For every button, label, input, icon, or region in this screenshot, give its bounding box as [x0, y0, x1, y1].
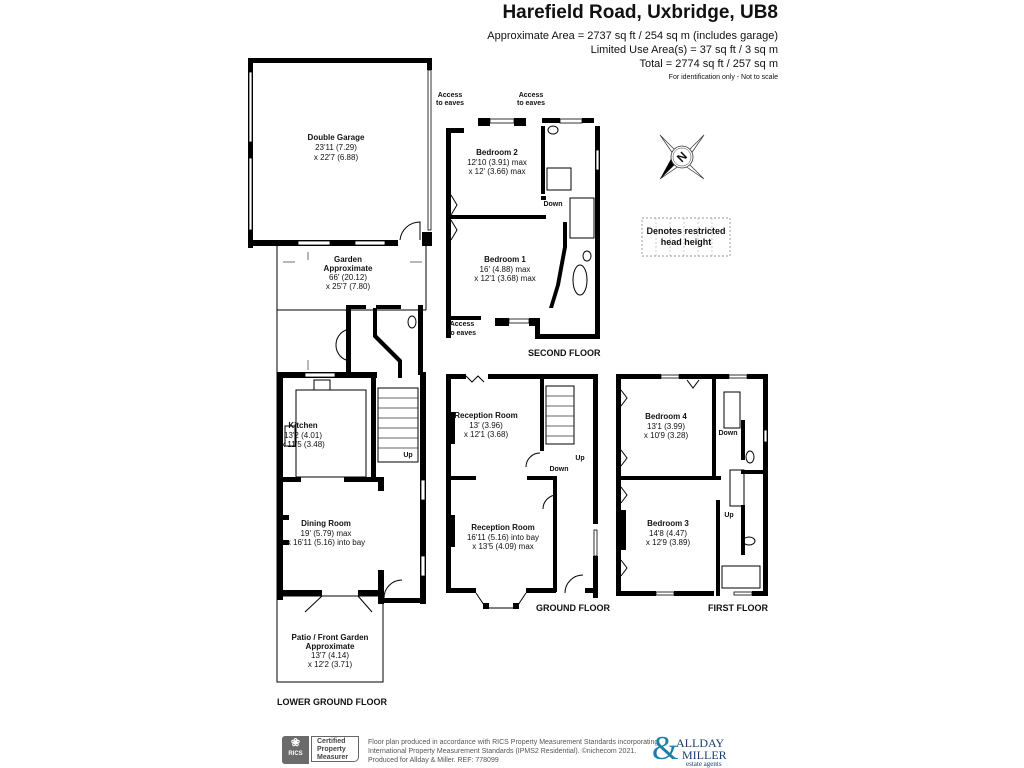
lower_ground-patio-1-text: Approximate	[306, 642, 355, 651]
legend-restricted-0-text: Denotes restricted	[646, 226, 725, 236]
first-up-text: Up	[724, 512, 733, 519]
footer-agent-0-text: &	[652, 730, 679, 767]
ground-rec1-1-text: 13' (3.96)	[469, 421, 503, 430]
footer-rics-3-text: Measurer	[317, 754, 349, 761]
lower_ground-dining-1-text: 19' (5.79) max	[301, 529, 352, 538]
lower_ground-kitchen-2-text: x 11'5 (3.48)	[281, 440, 325, 449]
footer-agent-2-text: MILLER	[682, 748, 727, 762]
second-floor-label: SECOND FLOOR	[528, 348, 601, 358]
first-bed4-0-text: Bedroom 4	[645, 412, 687, 421]
ground-rec1-2-text: x 12'1 (3.68)	[464, 430, 509, 439]
disclaimer: For identification only - Not to scale	[668, 74, 778, 81]
first-bed4-1-text: 13'1 (3.99)	[647, 422, 685, 431]
second-eaves-1-text: to eaves	[448, 330, 476, 337]
footer-rics-0-text: RICS	[288, 751, 303, 757]
second-bed1-2-text: x 12'1 (3.68) max	[474, 274, 536, 283]
lower_ground-garage-1-text: 23'11 (7.29)	[315, 143, 357, 152]
lower_ground-patio-0-text: Patio / Front Garden	[292, 633, 369, 642]
legend-restricted-1-text: head height	[661, 237, 712, 247]
lower_ground-up-text: Up	[403, 452, 412, 459]
first-floor: Bedroom 4 13'1 (3.99) x 10'9 (3.28) Bedr…	[616, 374, 768, 613]
approximate-area: Approximate Area = 2737 sq ft / 254 sq m…	[487, 30, 778, 42]
lower-ground-house: Up Kitchen 13'2 (4.01) x 11'5 (3.48) Din…	[277, 372, 426, 613]
lower_ground-garden-3-text: x 25'7 (7.80)	[326, 282, 371, 291]
lower_ground-kitchen-0-text: Kitchen	[288, 421, 317, 430]
total-area: Total = 2774 sq ft / 257 sq m	[639, 58, 779, 70]
second-bed2-2-text: x 12' (3.66) max	[468, 167, 525, 176]
footer-note: Floor plan produced in accordance with R…	[368, 738, 658, 765]
second-bed2-0-text: Bedroom 2	[476, 148, 518, 157]
patio: Patio / Front Garden Approximate 13'7 (4…	[276, 595, 384, 683]
lower_ground-dining-0-text: Dining Room	[301, 519, 351, 528]
lower_ground-garden-1-text: Approximate	[324, 264, 373, 273]
second-eaves-0-text: Access	[450, 321, 475, 328]
lower_ground-garden-2-text: 66' (20.12)	[329, 273, 367, 282]
ground-rec2-0-text: Reception Room	[471, 523, 535, 532]
footer-text-0-text: Floor plan produced in accordance with R…	[368, 739, 659, 746]
lower_ground-garden-0-text: Garden	[334, 255, 362, 264]
lower_ground-patio-3-text: x 12'2 (3.71)	[308, 660, 353, 669]
lower_ground-garage-0-text: Double Garage	[308, 133, 365, 142]
second-bed2-1-text: 12'10 (3.91) max	[467, 158, 527, 167]
footer-text-1-text: International Property Measurement Stand…	[368, 748, 637, 755]
ground-floor-label: GROUND FLOOR	[536, 603, 610, 613]
footer-rics-1-text: Certified	[317, 738, 346, 745]
ground-down-text: Down	[549, 466, 568, 473]
first-bed3-0-text: Bedroom 3	[647, 519, 689, 528]
second-down-text: Down	[543, 201, 562, 208]
second-eaves-1-text: to eaves	[436, 100, 464, 107]
first-bed3-1-text: 14'8 (4.47)	[649, 529, 687, 538]
first-bed4-2-text: x 10'9 (3.28)	[644, 431, 689, 440]
lower_ground-patio-2-text: 13'7 (4.14)	[311, 651, 349, 660]
ground-rec1-0-text: Reception Room	[454, 411, 518, 420]
restricted-head-height-legend: Denotes restricted head height	[641, 217, 731, 257]
staircase	[377, 387, 419, 463]
lower_ground-garage-2-text: x 22'7 (6.88)	[314, 153, 359, 162]
first-floor-label: FIRST FLOOR	[708, 603, 768, 613]
limited-use-area: Limited Use Area(s) = 37 sq ft / 3 sq m	[590, 44, 778, 56]
utility-block	[335, 305, 423, 378]
footer-agent-3-text: estate agents	[686, 760, 722, 768]
property-title: Harefield Road, Uxbridge, UB8	[502, 2, 778, 23]
ground-rec2-1-text: 16'11 (5.16) into bay	[467, 533, 539, 542]
footer-rics-2-text: Property	[317, 746, 346, 753]
ground-up-text: Up	[575, 455, 584, 462]
second-eaves-0-text: Access	[438, 92, 463, 99]
second-eaves-1-text: to eaves	[517, 100, 545, 107]
lower-ground-floor-label: LOWER GROUND FLOOR	[277, 697, 387, 707]
first-bed3-2-text: x 12'9 (3.89)	[646, 538, 691, 547]
second-floor: Bedroom 2 12'10 (3.91) max x 12' (3.66) …	[436, 92, 601, 358]
ground-rec2-2-text: x 13'5 (4.09) max	[472, 542, 534, 551]
second-bed1-1-text: 16' (4.88) max	[480, 265, 531, 274]
agent-logo: & ALLDAY MILLER estate agents	[652, 730, 772, 768]
first-down-text: Down	[718, 430, 737, 437]
ground-floor: Reception Room 13' (3.96) x 12'1 (3.68) …	[446, 374, 610, 613]
compass-north-icon: N	[659, 134, 705, 180]
footer-text-2-text: Produced for Allday & Miller. REF: 77809…	[368, 757, 499, 764]
second-bed1-0-text: Bedroom 1	[484, 255, 526, 264]
lower_ground-kitchen-1-text: 13'2 (4.01)	[284, 431, 322, 440]
lower_ground-dining-2-text: x 16'11 (5.16) into bay	[287, 538, 365, 547]
second-eaves-0-text: Access	[519, 92, 544, 99]
footer-agent-1-text: ALLDAY	[676, 736, 725, 750]
double-garage: Double Garage 23'11 (7.29) x 22'7 (6.88)	[248, 58, 432, 248]
